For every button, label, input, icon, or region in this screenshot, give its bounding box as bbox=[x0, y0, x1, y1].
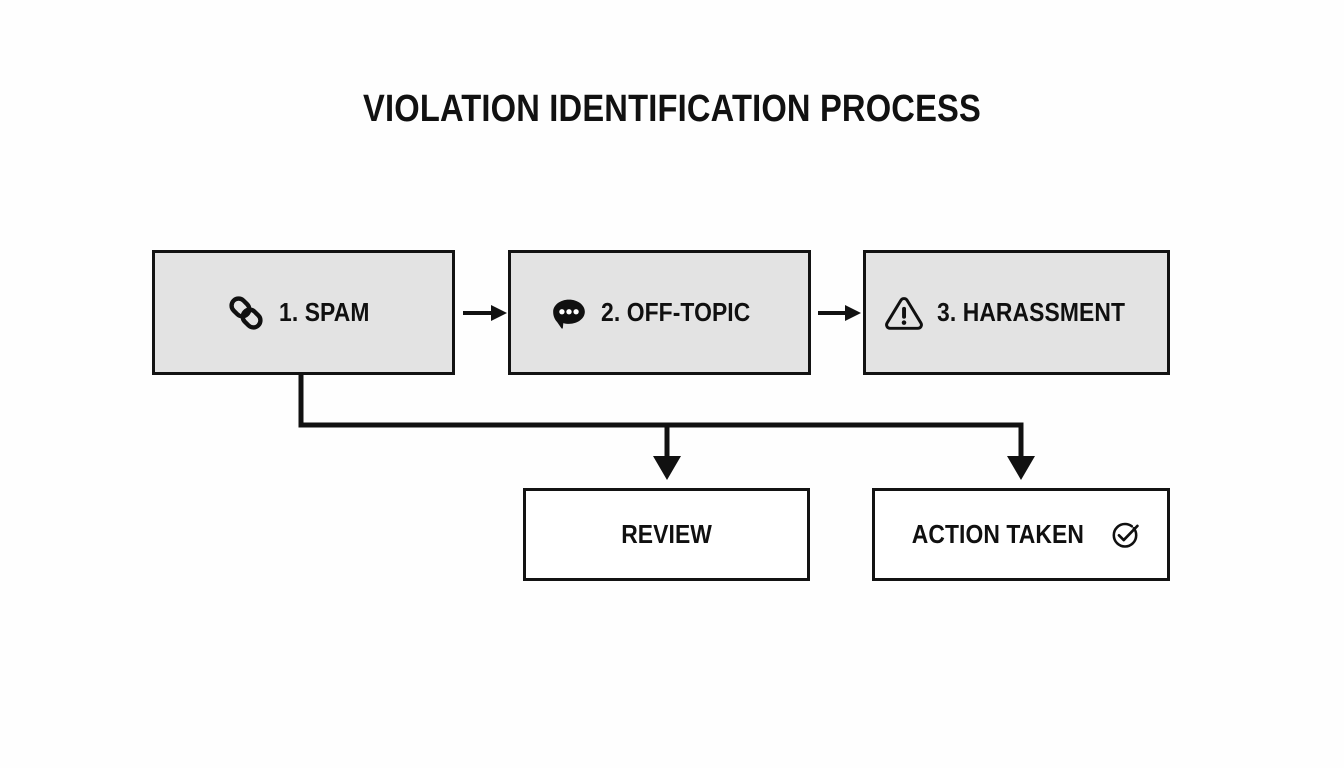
speech-bubble-ellipsis-icon bbox=[549, 293, 589, 333]
outcome-label-action-taken: ACTION TAKEN bbox=[911, 519, 1085, 549]
outcome-node-action-taken[interactable]: ACTION TAKEN bbox=[872, 488, 1170, 581]
connector-offtopic-to-harassment bbox=[818, 305, 861, 321]
outcome-node-review[interactable]: REVIEW bbox=[523, 488, 810, 581]
connector-spam-to-offtopic bbox=[463, 305, 507, 321]
connector-spam-to-review bbox=[653, 425, 681, 480]
outcome-label-review: REVIEW bbox=[621, 519, 712, 549]
stage-node-spam[interactable]: 1. SPAM bbox=[152, 250, 455, 375]
stage-label-harassment: 3. HARASSMENT bbox=[936, 297, 1125, 327]
stage-label-spam: 1. SPAM bbox=[279, 297, 370, 327]
page-title: VIOLATION IDENTIFICATION PROCESS bbox=[363, 88, 981, 130]
stage-node-harassment[interactable]: 3. HARASSMENT bbox=[863, 250, 1170, 375]
connector-spam-to-action-taken bbox=[1007, 425, 1035, 480]
warning-triangle-icon bbox=[883, 292, 925, 334]
stage-label-off-topic: 2. OFF-TOPIC bbox=[600, 297, 750, 327]
check-circle-icon bbox=[1108, 518, 1142, 552]
connector-spam-branch-bus bbox=[298, 372, 1024, 428]
chain-link-icon bbox=[225, 292, 267, 334]
stage-node-off-topic[interactable]: 2. OFF-TOPIC bbox=[508, 250, 811, 375]
